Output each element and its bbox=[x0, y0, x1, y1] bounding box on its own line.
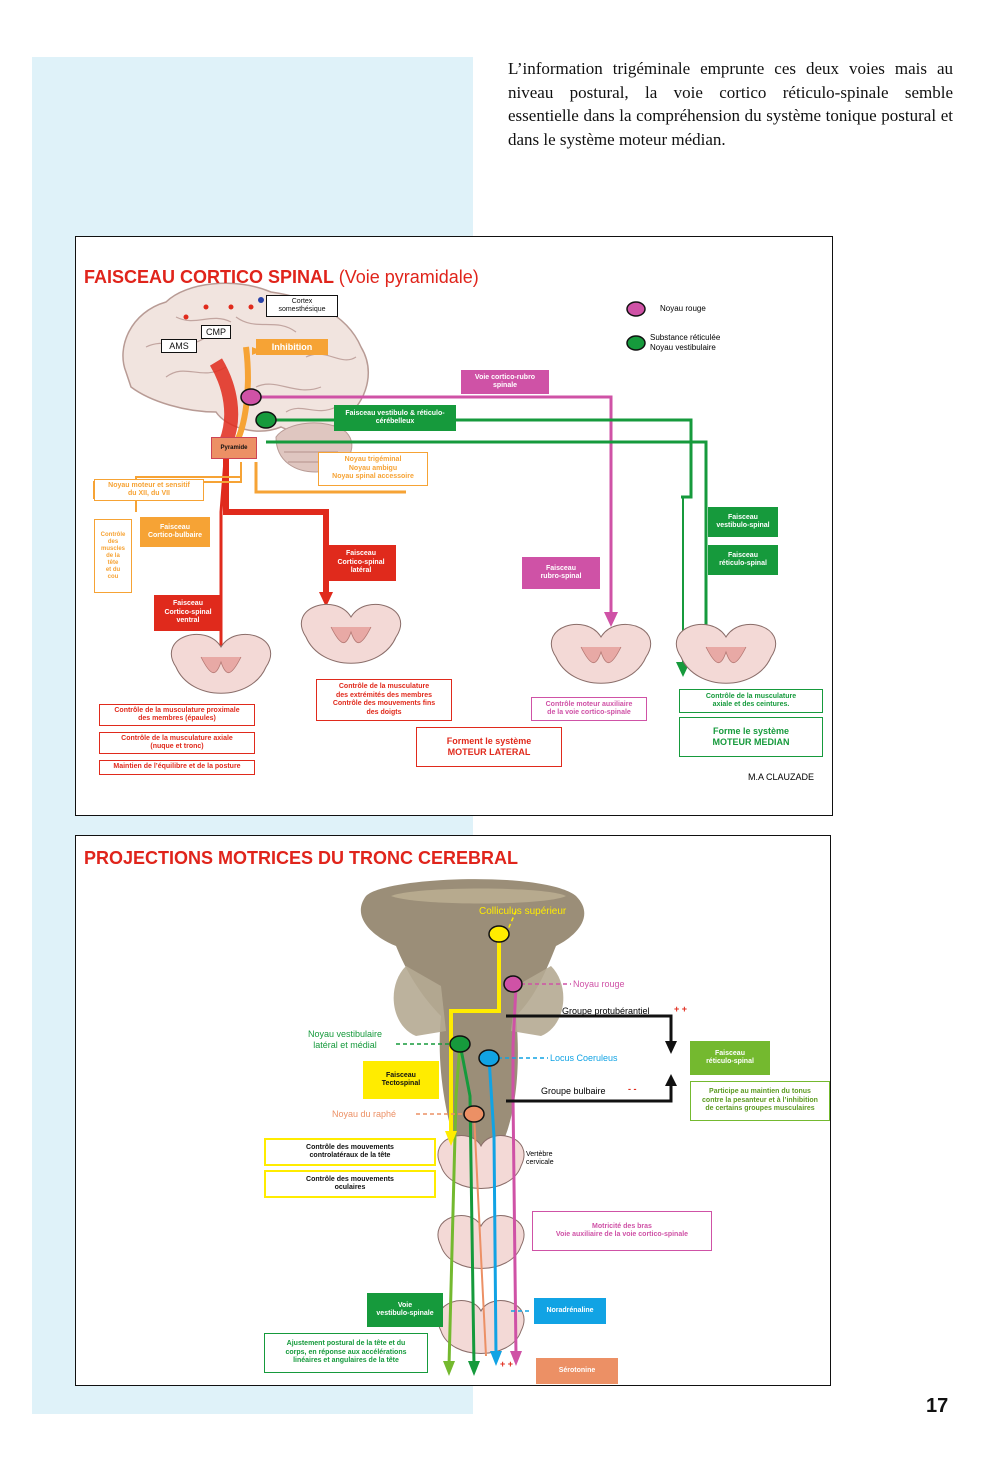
noyau-raphe-label: Noyau du raphé bbox=[332, 1109, 397, 1119]
legend-noyau-rouge: Noyau rouge bbox=[660, 304, 706, 313]
tectospinal-label: Faisceau Tectospinal bbox=[363, 1061, 439, 1099]
figure-cortico-spinal: FAISCEAU CORTICO SPINAL (Voie pyramidale… bbox=[75, 236, 833, 816]
figure2-drawing bbox=[360, 879, 677, 1376]
figure1-drawing bbox=[93, 282, 777, 694]
moteur-auxiliaire-label: Contrôle moteur auxiliaire de la voie co… bbox=[531, 697, 647, 721]
colliculus-label: Colliculus supérieur bbox=[479, 906, 567, 917]
minus-minus-label: - - bbox=[628, 1084, 637, 1094]
ctrl-proximale-label: Contrôle de la musculature proximale des… bbox=[99, 704, 255, 726]
groupe-bulbaire-label: Groupe bulbaire bbox=[541, 1086, 606, 1096]
groupe-protuberantiel-label: Groupe protubérantiel bbox=[562, 1006, 650, 1016]
noyau-vestibulaire-label: Noyau vestibulaire latéral et médial bbox=[308, 1029, 383, 1050]
ctrl-axiale-label: Contrôle de la musculature axiale (nuque… bbox=[99, 732, 255, 754]
inhibition-label: Inhibition bbox=[256, 339, 328, 355]
participe-label: Participe au maintien du tonus contre la… bbox=[690, 1081, 830, 1121]
reticulo-spinal-label: Faisceau réticulo-spinal bbox=[708, 545, 778, 575]
author-label: M.A CLAUZADE bbox=[748, 772, 815, 782]
locus-coeruleus-label: Locus Coeruleus bbox=[550, 1053, 618, 1063]
vestibulo-cerebelleux-label: Faisceau vestibulo & réticulo- cérébelle… bbox=[334, 405, 456, 431]
motricite-label: Motricité des bras Voie auxiliaire de la… bbox=[532, 1211, 712, 1251]
ctrl-axiale-ceintures-label: Contrôle de la musculature axiale et des… bbox=[679, 689, 823, 713]
reticulo-spinal-label: Faisceau réticulo-spinal bbox=[690, 1041, 770, 1075]
cortico-lateral-label: Faisceau Cortico-spinal latéral bbox=[326, 545, 396, 581]
plus-plus-label: + + bbox=[674, 1004, 688, 1014]
ctrl-oculaires-label: Contrôle des mouvements oculaires bbox=[264, 1170, 436, 1198]
cortico-bulbaire-label: Faisceau Cortico-bulbaire bbox=[140, 517, 210, 547]
legend-substance: Substance réticulée Noyau vestibulaire bbox=[650, 333, 721, 352]
controle-muscles-label: Contrôle des muscles de la tête et du co… bbox=[94, 519, 132, 593]
vertebre-label: Vertèbre cervicale bbox=[526, 1151, 554, 1166]
maintien-label: Maintien de l’équilibre et de la posture bbox=[99, 760, 255, 775]
page-number: 17 bbox=[926, 1395, 949, 1417]
noyau-rouge-label: Noyau rouge bbox=[573, 979, 625, 989]
ams-label: AMS bbox=[161, 339, 197, 353]
serotonine-label: Sérotonine bbox=[536, 1358, 618, 1384]
figure1-title: FAISCEAU CORTICO SPINAL (Voie pyramidale… bbox=[84, 267, 479, 288]
figure1-subtitle: (Voie pyramidale) bbox=[338, 267, 479, 287]
rubro-spinal-label: Faisceau rubro-spinal bbox=[522, 557, 600, 589]
spinal-section-2 bbox=[300, 603, 402, 664]
cmp-label: CMP bbox=[201, 325, 231, 339]
moteur-median-label: Forme le système MOTEUR MEDIAN bbox=[679, 717, 823, 757]
ctrl-extremites-label: Contrôle de la musculature des extrémité… bbox=[316, 679, 452, 721]
figure2-title: PROJECTIONS MOTRICES DU TRONC CEREBRAL bbox=[84, 848, 519, 868]
plus-bottom-label: + + bbox=[500, 1359, 514, 1369]
spinal-section-4 bbox=[675, 623, 777, 684]
vestibulo-spinal-label: Faisceau vestibulo-spinal bbox=[708, 507, 778, 537]
figure1-title-main: FAISCEAU CORTICO SPINAL bbox=[84, 267, 334, 287]
cortex-label: Cortex somesthésique bbox=[266, 295, 338, 317]
noradrenaline-label: Noradrénaline bbox=[534, 1298, 606, 1324]
figure-projections-motrices: PROJECTIONS MOTRICES DU TRONC CEREBRAL C… bbox=[75, 835, 831, 1386]
moteur-lateral-label: Forment le système MOTEUR LATERAL bbox=[416, 727, 562, 767]
spinal-section-c bbox=[437, 1300, 525, 1354]
cortico-ventral-label: Faisceau Cortico-spinal ventral bbox=[154, 595, 222, 631]
noyau-moteur-label: Noyau moteur et sensitif du XII, du VII bbox=[94, 479, 204, 501]
voie-rubro-label: Voie cortico-rubro spinale bbox=[461, 370, 549, 394]
intro-paragraph: L’information trigéminale emprunte ces d… bbox=[508, 59, 953, 149]
ctrl-tete-label: Contrôle des mouvements controlatéraux d… bbox=[264, 1138, 436, 1166]
spinal-section-1 bbox=[170, 633, 272, 694]
ajustement-label: Ajustement postural de la tête et du cor… bbox=[264, 1333, 428, 1373]
pyramide-label: Pyramide bbox=[211, 437, 257, 459]
trigeminal-label: Noyau trigéminal Noyau ambigu Noyau spin… bbox=[318, 452, 428, 486]
spinal-section-3 bbox=[550, 623, 652, 684]
voie-vestibulo-label: Voie vestibulo-spinale bbox=[367, 1293, 443, 1327]
